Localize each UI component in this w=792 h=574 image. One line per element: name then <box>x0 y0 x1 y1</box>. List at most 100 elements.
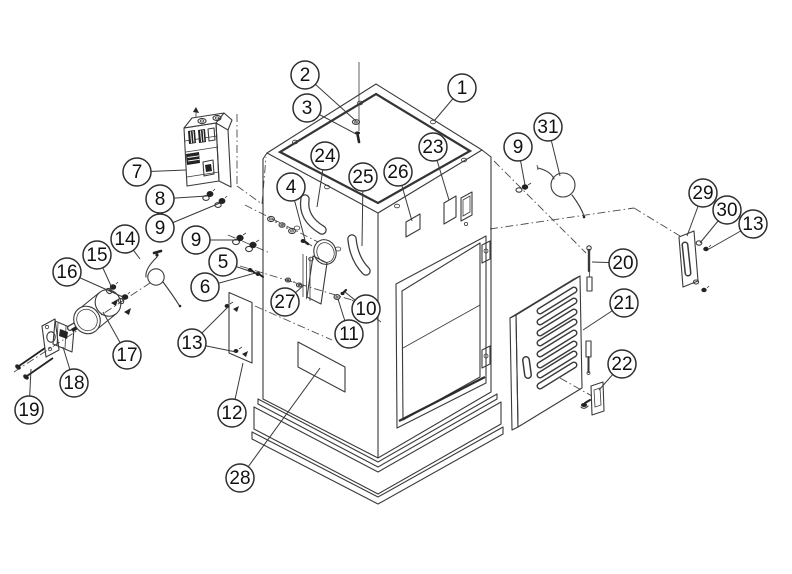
callout-bubble <box>110 224 140 254</box>
screws-part15-16 <box>105 281 131 315</box>
callout-number: 7 <box>132 162 143 183</box>
callout-bubble <box>177 328 207 358</box>
screw-part9-right <box>515 182 532 193</box>
door-opening <box>395 235 491 429</box>
callout-bubble <box>217 398 247 428</box>
callout-8: 8 <box>145 184 208 214</box>
wire-part14 <box>145 249 182 308</box>
callout-number: 20 <box>612 253 633 274</box>
callout-15: 15 <box>82 240 113 289</box>
callout-bubble <box>225 463 255 493</box>
callout-number: 4 <box>286 177 297 198</box>
callout-number: 2 <box>300 65 311 86</box>
callout-20: 20 <box>591 248 638 278</box>
hinge-pin-part20 <box>585 245 593 375</box>
callout-number: 10 <box>355 299 376 320</box>
callout-bubble <box>607 349 637 379</box>
contactor-part7 <box>183 107 233 208</box>
callout-9: 9 <box>181 225 237 255</box>
callout-23: 23 <box>418 132 450 201</box>
callout-number: 27 <box>274 292 295 313</box>
hinge-bottom <box>481 345 491 369</box>
latch-part22 <box>580 381 605 416</box>
callout-number: 13 <box>742 214 763 235</box>
nut-part8 <box>202 188 216 201</box>
wire-part31 <box>536 164 586 219</box>
callout-bubble <box>688 178 718 208</box>
callout-25: 25 <box>348 162 378 247</box>
callout-number: 19 <box>18 400 39 421</box>
callout-number: 9 <box>191 230 202 251</box>
left-face-vents <box>293 194 371 276</box>
callout-28: 28 <box>225 367 321 493</box>
callout-27: 27 <box>270 284 305 317</box>
callout-bubble <box>292 93 322 123</box>
callout-number: 18 <box>63 373 84 394</box>
callout-bubble <box>145 184 175 214</box>
cylinder-part17 <box>73 289 122 335</box>
callout-11: 11 <box>334 298 364 349</box>
callout-bubble <box>351 294 381 324</box>
right-face-cutouts <box>405 191 473 238</box>
callout-number: 11 <box>339 324 359 345</box>
callout-bubble <box>14 395 44 425</box>
callout-12: 12 <box>217 362 247 428</box>
callout-21: 21 <box>582 288 639 331</box>
callout-number: 16 <box>56 262 77 283</box>
callout-14: 14 <box>110 224 141 260</box>
washer-screw-part10-11 <box>333 288 348 300</box>
door-louvers <box>536 286 578 390</box>
callout-5: 5 <box>208 247 253 277</box>
callout-number: 6 <box>200 277 211 298</box>
callout-number: 3 <box>302 98 313 119</box>
callout-bubble <box>383 157 413 187</box>
callout-bubble <box>533 112 563 142</box>
door-handle <box>522 356 532 379</box>
callout-bubble <box>608 248 638 278</box>
callout-bubble <box>447 73 477 103</box>
callout-bubble <box>181 225 211 255</box>
callout-17: 17 <box>102 311 142 370</box>
callout-leader <box>239 367 321 479</box>
top-rim-holes <box>291 100 467 209</box>
callout-bubble <box>609 288 639 318</box>
callout-10: 10 <box>344 291 381 324</box>
callout-number: 1 <box>457 78 468 99</box>
callout-13: 13 <box>177 306 237 358</box>
callout-number: 22 <box>611 354 632 375</box>
plate-part27 <box>302 254 328 305</box>
callout-18: 18 <box>59 346 89 398</box>
callout-29: 29 <box>686 178 718 237</box>
hinge-top <box>481 240 491 264</box>
callout-bubble <box>503 132 533 162</box>
callout-16: 16 <box>52 257 124 298</box>
callout-number: 5 <box>218 252 229 273</box>
callout-bubble <box>59 368 89 398</box>
motor-assembly <box>15 281 131 380</box>
callout-number: 29 <box>692 183 713 204</box>
callout-1: 1 <box>433 73 477 122</box>
callout-number: 28 <box>229 468 250 489</box>
callout-number: 17 <box>116 345 137 366</box>
nut-part9 <box>214 195 228 208</box>
door-part21 <box>509 245 605 431</box>
callout-number: 30 <box>716 200 737 221</box>
callout-number: 23 <box>422 137 443 158</box>
motor-part18 <box>41 318 80 358</box>
callout-number: 9 <box>513 137 524 158</box>
callout-bubble <box>190 272 220 302</box>
bracket-part29 <box>678 230 712 293</box>
front-label-part28 <box>297 341 346 393</box>
callout-number: 21 <box>613 293 634 314</box>
callout-31: 31 <box>533 112 563 177</box>
callout-30: 30 <box>699 195 742 244</box>
callout-9: 9 <box>145 202 221 243</box>
callout-3: 3 <box>292 93 359 136</box>
callout-bubble <box>310 141 340 171</box>
callout-bubble <box>712 195 742 225</box>
callout-number: 25 <box>352 167 373 188</box>
callout-bubble <box>208 247 238 277</box>
callouts-layer: 1234567899910111213131415161718192021222… <box>14 60 768 493</box>
